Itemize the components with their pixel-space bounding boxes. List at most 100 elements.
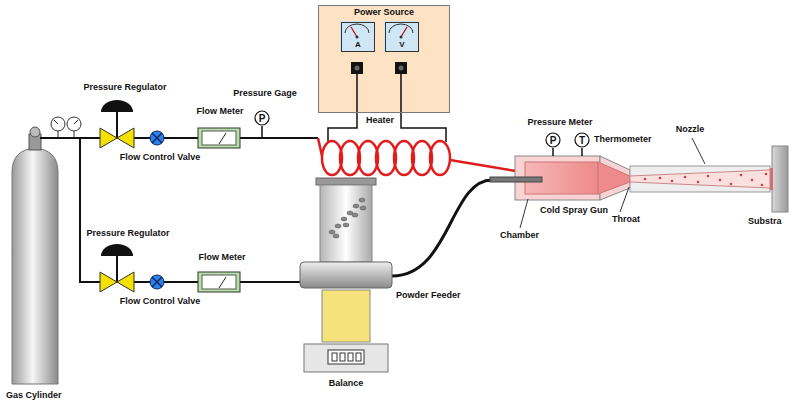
panel-title: Power Source [354, 8, 414, 18]
terminal [351, 62, 363, 74]
powder-grain [333, 234, 339, 238]
cylinder-valve [30, 127, 40, 137]
gauge-circle [255, 111, 269, 125]
meter-pivot [400, 36, 403, 39]
particle [751, 179, 754, 182]
particle [707, 175, 710, 178]
nozzle-tube [630, 166, 770, 192]
particle [697, 181, 700, 184]
part-label: Substra [748, 216, 782, 227]
meter-unit: V [399, 41, 404, 50]
meter-unit: A [355, 41, 361, 50]
particle [671, 180, 674, 183]
particle [761, 184, 764, 187]
gauge-needle [54, 120, 58, 124]
valve-cross [152, 277, 162, 287]
part-label: Pressure Gage [233, 88, 297, 99]
power-source-panel [318, 5, 450, 113]
powder-grain [329, 230, 335, 234]
flow-meter [198, 128, 240, 148]
part-label: Flow Meter [196, 106, 243, 117]
part-label: Gas Cylinder [6, 390, 62, 401]
powder-particles [329, 198, 366, 238]
regulator-dome [101, 100, 133, 112]
powder-grain [341, 217, 347, 221]
balance-column [322, 290, 370, 342]
meter-needle [351, 27, 357, 37]
valve-cross [152, 133, 162, 143]
pressure-gage: P [254, 110, 270, 126]
meter-needle [401, 27, 407, 37]
gauge-symbol: T [579, 135, 585, 146]
part-label: Cold Spray Gun [540, 205, 608, 216]
regulator-valve [100, 128, 117, 148]
part-label: Flow Control Valve [120, 296, 201, 307]
powder-grain [335, 224, 341, 228]
flow-meter-scale [202, 275, 236, 289]
nozzle-bore [630, 170, 770, 188]
leader-line [692, 138, 705, 164]
balance-platform [304, 344, 388, 372]
gauge-circle [546, 133, 560, 147]
particle [684, 176, 687, 179]
terminal [395, 62, 407, 74]
display-digit [332, 353, 337, 361]
balance-display [328, 350, 364, 364]
thermometer: T [574, 132, 590, 148]
leader-line [520, 199, 528, 228]
gas-cylinder [12, 148, 58, 384]
display-digit [356, 353, 361, 361]
flow-control-valve [150, 131, 164, 145]
particle [644, 178, 647, 181]
sensor-stem [581, 148, 583, 156]
feeder-base [300, 262, 392, 288]
meter-face [384, 21, 418, 51]
heater-coil [322, 141, 450, 175]
part-label: Balance [329, 378, 364, 389]
particle-stream [644, 173, 768, 187]
part-label: Nozzle [676, 124, 705, 135]
cylinder-gauge [51, 117, 65, 131]
pressure-meter: P [545, 132, 561, 148]
substrate [772, 146, 788, 212]
meter-pivot [356, 36, 359, 39]
converging-section [598, 162, 630, 194]
part-label: Powder Feeder [396, 290, 461, 301]
particle [730, 183, 733, 186]
powder-grain [360, 206, 366, 210]
part-label: Flow Meter [198, 252, 245, 263]
display-digit [340, 353, 345, 361]
regulator-stem [116, 256, 118, 282]
powder-hose [392, 180, 492, 276]
gauge-needle [74, 120, 78, 124]
part-label: Chamber [500, 230, 539, 241]
regulator-valve [117, 272, 134, 292]
flow-control-valve [150, 275, 164, 289]
display-digit [348, 353, 353, 361]
part-label: Pressure Meter [527, 117, 592, 128]
valve-cross [152, 277, 162, 287]
particle [719, 179, 722, 182]
part-label: Pressure Regulator [83, 82, 166, 93]
powder-grain [353, 204, 359, 208]
part-label: Flow Control Valve [120, 152, 201, 163]
gas-line [40, 137, 318, 139]
flow-meter-needle [219, 277, 226, 288]
gauge-symbol: P [259, 113, 266, 124]
part-label: Throat [612, 214, 640, 225]
part-label: Thermometer [594, 134, 652, 145]
gauge-stem [74, 131, 75, 138]
powder-grain [359, 198, 365, 202]
powder-grain [343, 223, 349, 227]
coil-loop [430, 141, 450, 175]
particle [765, 173, 768, 176]
power-source-box: Power SourceA V [318, 5, 450, 113]
meter-scale [345, 24, 369, 33]
particle [740, 174, 743, 177]
gauge-circle [575, 133, 589, 147]
voltmeter: V [385, 22, 419, 52]
hopper-cap [316, 178, 376, 185]
regulator-valve [117, 128, 134, 148]
